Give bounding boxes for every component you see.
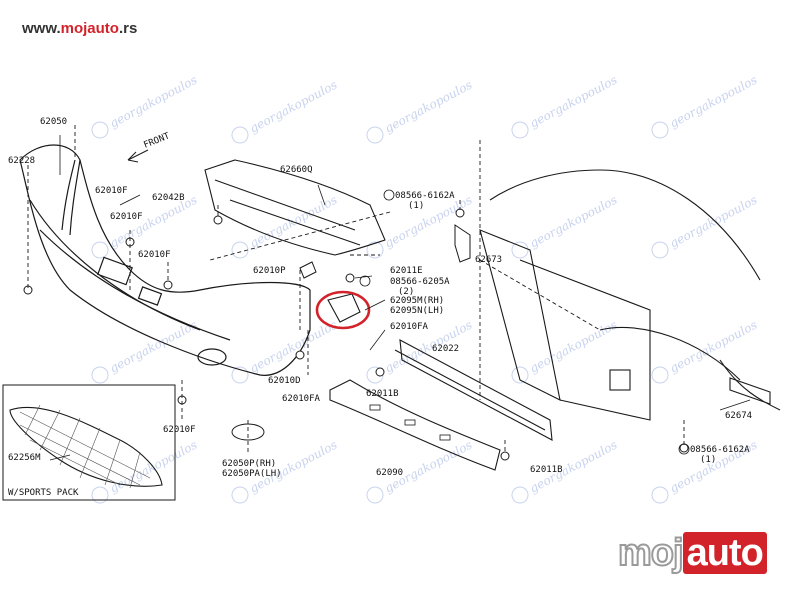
label-bolt-b-qty: (1) <box>700 455 716 465</box>
bumper-reinforcement <box>394 339 553 441</box>
bracket-62095 <box>315 290 371 330</box>
label-62010f-d: 62010F <box>163 425 196 435</box>
label-62095m: 62095M(RH) <box>390 296 444 306</box>
watermark: georgakopoulos <box>247 78 339 136</box>
watermark: georgakopoulos <box>667 73 759 131</box>
sports-pack-box <box>2 384 176 501</box>
label-62010f-c: 62010F <box>138 250 171 260</box>
label-62095n: 62095N(LH) <box>390 306 444 316</box>
watermark: georgakopoulos <box>527 193 619 251</box>
url-brand: mojauto <box>60 20 119 37</box>
watermark: georgakopoulos <box>107 318 199 376</box>
watermark: georgakopoulos <box>382 438 474 496</box>
site-url[interactable]: www.mojauto.rs <box>22 20 137 37</box>
label-62011b-b: 62011B <box>530 465 563 475</box>
label-clip-qty: (2) <box>398 287 414 297</box>
label-62042b: 62042B <box>152 193 185 203</box>
label-62011b-a: 62011B <box>366 389 399 399</box>
label-62673: 62673 <box>475 255 502 265</box>
label-62010d: 62010D <box>268 376 301 386</box>
label-62010f-a: 62010F <box>95 186 128 196</box>
energy-absorber <box>329 379 501 471</box>
label-62674: 62674 <box>725 411 752 421</box>
watermark: georgakopoulos <box>667 193 759 251</box>
label-62010fa-b: 62010FA <box>282 394 321 404</box>
watermark: georgakopoulos <box>527 73 619 131</box>
label-62010fa-a: 62010FA <box>390 322 429 332</box>
watermark: georgakopoulos <box>247 318 339 376</box>
label-62090: 62090 <box>376 468 403 478</box>
leader-lines <box>27 125 685 455</box>
logo-left: moj <box>617 531 685 575</box>
label-bolt-b: 08566-6162A <box>690 445 750 455</box>
part-labels: 62050 62228 FRONT 62010F 62042B 62660Q 0… <box>8 117 752 498</box>
label-62050p: 62050P(RH) <box>222 459 276 469</box>
front-arrow <box>127 149 149 163</box>
url-prefix: www. <box>22 20 61 37</box>
label-62050: 62050 <box>40 117 67 127</box>
label-62050pa: 62050PA(LH) <box>222 469 282 479</box>
label-62011e: 62011E <box>390 266 423 276</box>
watermark: georgakopoulos <box>382 78 474 136</box>
label-62228: 62228 <box>8 156 35 166</box>
label-62660q: 62660Q <box>280 165 313 175</box>
label-clip: 08566-6205A <box>390 277 450 287</box>
label-sports-pack: W/SPORTS PACK <box>8 488 79 498</box>
watermark: georgakopoulos <box>107 73 199 131</box>
s-markers <box>359 189 690 455</box>
label-62256m: 62256M <box>8 453 41 463</box>
label-62010p: 62010P <box>253 266 286 276</box>
label-bolt-a-qty: (1) <box>408 201 424 211</box>
body-structure <box>479 169 781 421</box>
label-front: FRONT <box>142 131 171 151</box>
watermark: georgakopoulos <box>527 318 619 376</box>
solid-leaders <box>49 135 751 461</box>
bumper-cover <box>19 144 311 376</box>
highlight-circle <box>315 290 371 330</box>
watermark: georgakopoulos <box>667 318 759 376</box>
label-62010f-b: 62010F <box>110 212 143 222</box>
label-62022: 62022 <box>432 344 459 354</box>
url-suffix: .rs <box>118 20 138 37</box>
logo-right: auto <box>682 532 767 574</box>
label-bolt-a: 08566-6162A <box>395 191 455 201</box>
upper-cover <box>204 159 386 256</box>
watermark: georgakopoulos <box>382 193 474 251</box>
